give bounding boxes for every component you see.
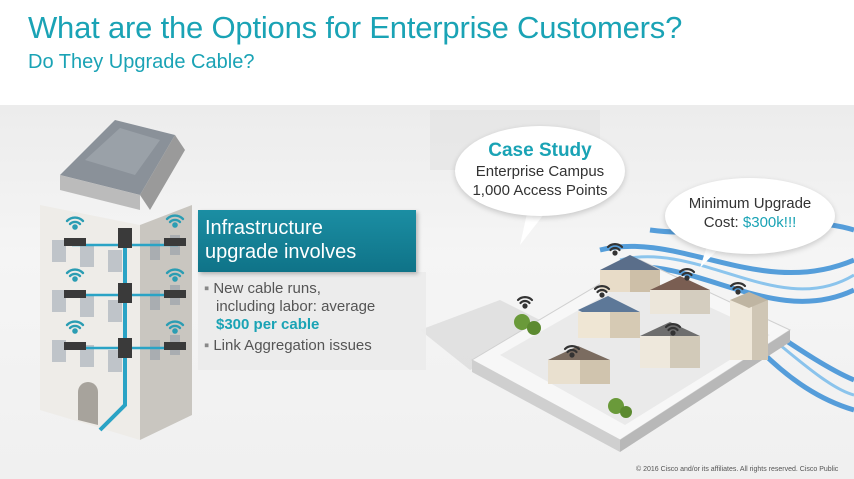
infrastructure-callout: [198, 210, 416, 272]
copyright-footer: © 2016 Cisco and/or its affiliates. All …: [636, 466, 839, 473]
case-study-line: 1,000 Access Points: [472, 182, 608, 199]
infrastructure-heading: Infrastructure upgrade involves: [205, 216, 415, 264]
bullet-link-aggregation: ▪Link Aggregation issues: [204, 337, 372, 354]
bullet-continuation: including labor: average: [216, 298, 376, 315]
wifi-icon: [516, 243, 747, 358]
heading-line: Infrastructure: [205, 217, 323, 239]
campus-buildings: [514, 255, 768, 418]
case-study-title: Case Study: [488, 140, 592, 161]
wifi-icon: [65, 214, 185, 334]
cost-line: Cost: $300k!!!: [703, 214, 797, 231]
bullet-new-cable-runs: ▪New cable runs,: [204, 280, 321, 297]
heading-line: upgrade involves: [205, 241, 357, 263]
case-study-text: Case Study Enterprise Campus 1,000 Acces…: [455, 140, 625, 200]
cost-line: Minimum Upgrade: [688, 195, 812, 212]
office-building: [40, 120, 192, 440]
bullet-highlight: $300 per cable: [216, 316, 320, 333]
case-study-line: Enterprise Campus: [475, 163, 605, 180]
cost-bubble: [665, 178, 835, 254]
bullets-panel: [198, 272, 426, 370]
case-study-bubble: [455, 126, 625, 216]
cost-amount: $300k!!!: [742, 214, 797, 231]
slide-subtitle: Do They Upgrade Cable?: [28, 51, 255, 73]
slide-title: What are the Options for Enterprise Cust…: [28, 10, 683, 45]
cost-text: Minimum Upgrade Cost: $300k!!!: [665, 194, 835, 232]
